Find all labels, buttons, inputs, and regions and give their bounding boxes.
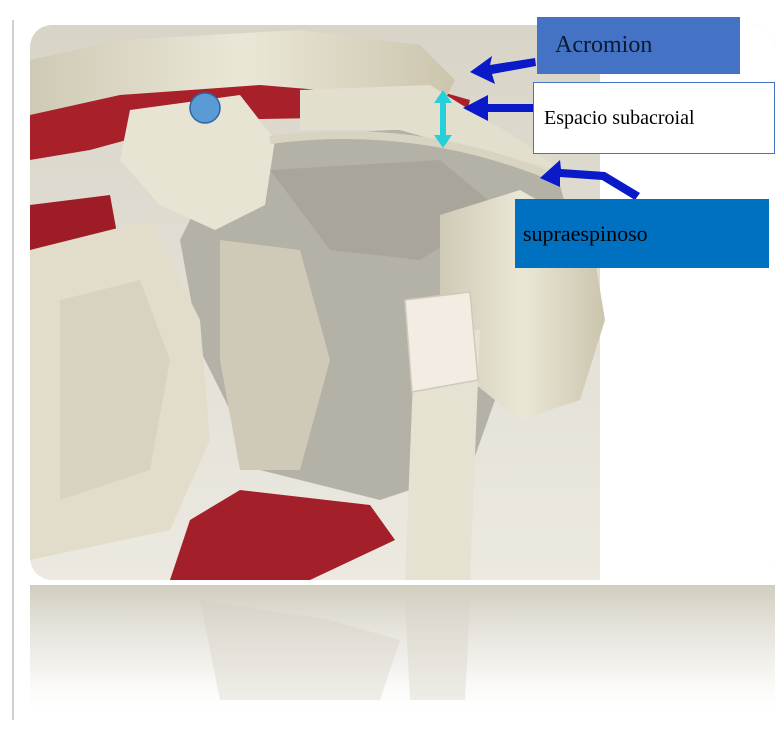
reflection [30, 585, 775, 720]
label-acromion-text: Acromion [555, 32, 652, 59]
label-espacio-text: Espacio subacroial [544, 107, 695, 130]
label-supraespinoso-text: supraespinoso [523, 221, 648, 247]
label-acromion: Acromion [537, 17, 740, 74]
label-espacio-subacroial: Espacio subacroial [533, 82, 775, 154]
circle-marker-icon [190, 93, 220, 123]
label-supraespinoso: supraespinoso [515, 199, 769, 268]
tendon-sheath [405, 292, 478, 392]
